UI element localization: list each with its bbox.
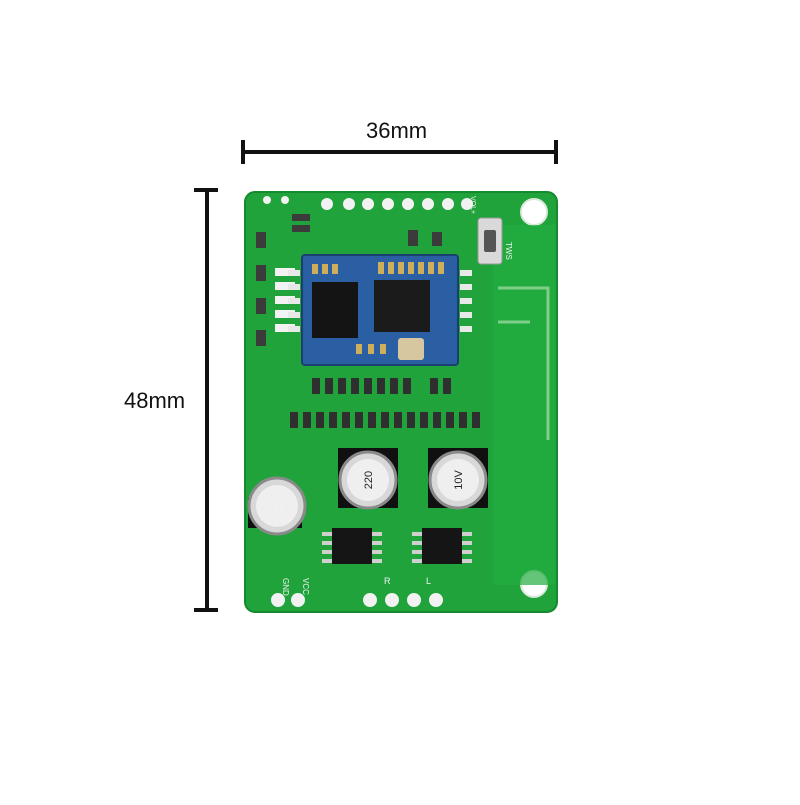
module-castellations: [288, 270, 472, 332]
amplifier-chip: [322, 528, 382, 564]
resistor-array: [290, 378, 480, 428]
pin-label-vol: VOL+: [469, 196, 476, 214]
pin-label-gnd: GND: [281, 578, 290, 596]
bluetooth-module: [301, 254, 459, 366]
button-label: TWS: [504, 242, 513, 260]
pcb-board: CK 220 10V TWS GND VCC R L VOL+: [244, 191, 558, 613]
height-dimension-label: 48mm: [124, 388, 186, 413]
height-dimension-line: [194, 188, 218, 612]
width-dimension-label: 36mm: [366, 118, 428, 143]
capacitor-left-label: CK: [274, 498, 286, 514]
capacitor-middle-label: 220: [363, 471, 375, 489]
mounting-hole: [520, 198, 548, 226]
bottom-pin-pads: [271, 593, 443, 607]
capacitor-right-label: 10V: [453, 470, 465, 490]
width-dimension-line: [241, 140, 558, 164]
pin-label-vcc: VCC: [301, 578, 310, 595]
capacitor-middle: [338, 448, 398, 510]
amplifier-chip: [412, 528, 472, 564]
capacitor-right: [428, 448, 488, 510]
pin-label-l: L: [426, 576, 431, 586]
pin-label-r: R: [384, 576, 391, 586]
antenna-trace: [498, 286, 550, 440]
capacitor-left: [247, 476, 307, 536]
smd-components: [256, 214, 442, 346]
top-pin-pads: [263, 196, 473, 210]
tws-button: [477, 217, 503, 265]
